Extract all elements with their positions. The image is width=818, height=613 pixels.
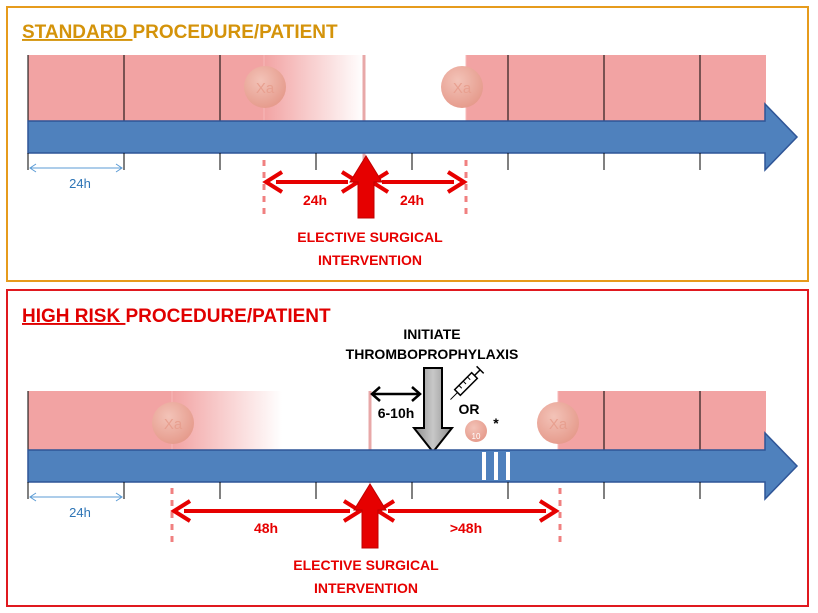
xa-pill-label: Xa: [164, 416, 183, 433]
high-risk-panel-border: [6, 289, 809, 607]
pre-interval-arrow: [170, 499, 364, 523]
standard-title-prefix: STANDARD: [22, 22, 132, 43]
small-pill-label: 10: [472, 432, 481, 441]
post-interval-arrow: [374, 499, 560, 523]
intervention-label-line2: INTERVENTION: [318, 252, 422, 268]
scale-label: 24h: [69, 505, 91, 520]
post-interval-arrow: [368, 170, 468, 194]
small-pill-icon: 10: [465, 420, 487, 442]
high-risk-title-suffix: PROCEDURE/PATIENT: [125, 306, 331, 327]
high-risk-panel-title: HIGH RISK PROCEDURE/PATIENT: [22, 306, 331, 327]
post-interval-label: >48h: [450, 520, 482, 536]
timeline-ticks: [27, 482, 701, 499]
standard-panel-border: [6, 6, 809, 282]
pre-interval-label: 48h: [254, 520, 278, 536]
scale-label: 24h: [69, 176, 91, 191]
post-anticoag-band: [558, 391, 766, 450]
xa-pill-label: Xa: [256, 80, 275, 97]
band-dividers: [27, 391, 701, 450]
initiate-delay-arrow: [370, 386, 422, 402]
standard-title-suffix: PROCEDURE/PATIENT: [132, 22, 338, 43]
initiate-label-line1: INITIATE: [403, 326, 460, 342]
standard-panel-title: STANDARD PROCEDURE/PATIENT: [22, 22, 338, 43]
intervention-label-line1: ELECTIVE SURGICAL: [297, 229, 443, 245]
xa-pill-label: Xa: [549, 416, 568, 433]
scale-bracket: 24h: [29, 163, 123, 191]
xa-pill-icon: Xa: [537, 402, 579, 444]
timeline-ticks: [27, 153, 701, 170]
asterisk-footnote-mark: *: [493, 415, 499, 431]
post-anticoag-band: [466, 55, 766, 121]
surgery-arrow-icon: [349, 155, 383, 219]
xa-pill-icon: Xa: [244, 66, 286, 108]
high-risk-timeline-arrow: [27, 431, 799, 501]
initiate-label-line2: THROMBOPROPHYLAXIS: [346, 346, 519, 362]
initiate-arrow-icon: [411, 367, 455, 454]
pre-interval-arrow: [262, 170, 362, 194]
intervention-label-line2: INTERVENTION: [314, 580, 418, 596]
band-dividers: [27, 55, 701, 121]
standard-panel: STANDARD PROCEDURE/PATIENT Xa Xa: [6, 6, 809, 282]
syringe-icon: [450, 365, 485, 400]
pre-anticoag-band: [28, 391, 172, 450]
xa-pill-icon: Xa: [441, 66, 483, 108]
xa-pill-label: Xa: [453, 80, 472, 97]
scale-bracket: 24h: [29, 492, 123, 520]
post-interval-label: 24h: [400, 192, 424, 208]
xa-pill-icon: Xa: [152, 402, 194, 444]
intervention-label-line1: ELECTIVE SURGICAL: [293, 557, 439, 573]
high-risk-panel: HIGH RISK PROCEDURE/PATIENT Xa Xa INITIA…: [6, 289, 809, 607]
or-label: OR: [459, 401, 480, 417]
pre-interval-label: 24h: [303, 192, 327, 208]
pre-anticoag-band: [28, 55, 264, 121]
initiate-delay-label: 6-10h: [378, 405, 415, 421]
surgery-arrow-icon: [353, 483, 387, 549]
timeline-break-marks: [482, 452, 510, 480]
standard-timeline-arrow: [27, 102, 799, 172]
high-risk-title-prefix: HIGH RISK: [22, 306, 125, 327]
